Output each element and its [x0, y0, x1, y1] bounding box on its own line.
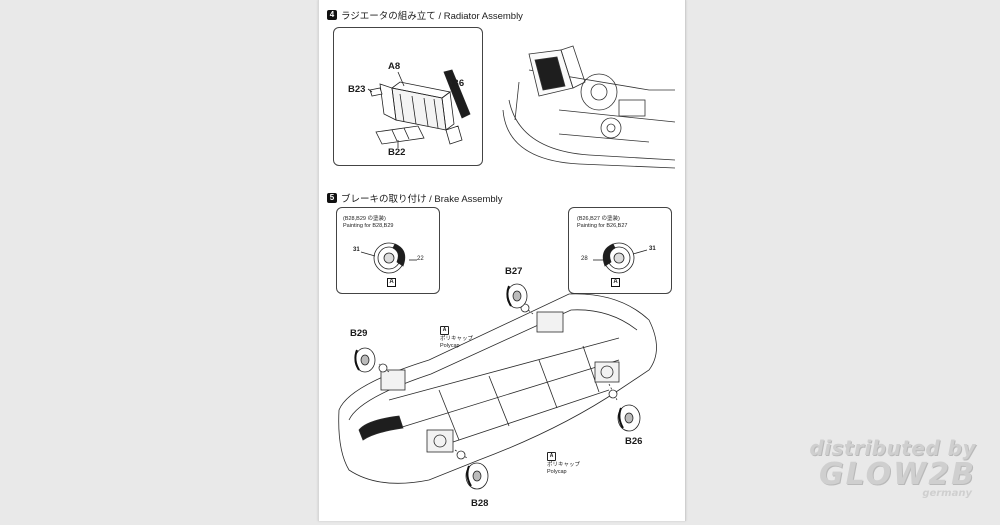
- paint-left-en: Painting for B28,B29: [343, 223, 394, 229]
- polycap-note-bottom: A ポリキャップ Polycap: [547, 452, 580, 475]
- part-label-b27: B27: [505, 266, 523, 277]
- step4-title: 4 ラジエータの組み立て / Radiator Assembly: [327, 8, 523, 22]
- step4-title-text: ラジエータの組み立て / Radiator Assembly: [341, 11, 523, 22]
- polycap-icon: A: [547, 452, 556, 461]
- step5-title-text: ブレーキの取り付け / Brake Assembly: [341, 194, 503, 205]
- part-label-b28: B28: [471, 498, 489, 509]
- part-label-b29: B29: [350, 328, 368, 339]
- step4-number: 4: [327, 10, 337, 20]
- polycap-top-en: Polycap: [440, 342, 460, 349]
- chassis-brake-drawing: [338, 283, 657, 490]
- paint-left-jp: (B28,B29 の塗装): [343, 216, 386, 222]
- paint-right-color-a: 28: [581, 256, 588, 262]
- brake-disc-left-drawing: [360, 242, 417, 274]
- paint-left-runner: A: [387, 278, 396, 287]
- radiator-exploded-drawing: [367, 69, 471, 148]
- step5-title: 5 ブレーキの取り付け / Brake Assembly: [327, 191, 503, 205]
- part-label-b22: B22: [388, 147, 406, 158]
- polycap-bottom-en: Polycap: [547, 468, 567, 475]
- paint-panel-right: (B26,B27 の塗装) Painting for B26,B27 28 31…: [568, 207, 672, 294]
- watermark-logo: GLOW2B: [818, 457, 976, 492]
- paint-right-color-b: 31: [649, 246, 656, 252]
- paint-right-runner: A: [611, 278, 620, 287]
- radiator-installed-drawing: [502, 45, 676, 169]
- step5-number: 5: [327, 193, 337, 203]
- polycap-icon: A: [440, 326, 449, 335]
- paint-left-color-a: 31: [353, 247, 360, 253]
- polycap-bottom-jp: ポリキャップ: [547, 462, 581, 468]
- paint-right-en: Painting for B26,B27: [577, 223, 628, 229]
- part-label-b23: B23: [348, 84, 366, 95]
- distributor-watermark: distributed by GLOW2B germany: [809, 436, 976, 499]
- polycap-note-top: A ポリキャップ Polycap: [440, 326, 473, 349]
- radiator-exploded-panel: A8 B23 B6 B22: [333, 27, 483, 166]
- watermark-line3: germany: [922, 488, 972, 499]
- paint-left-color-b: 22: [417, 256, 424, 262]
- polycap-top-jp: ポリキャップ: [440, 336, 474, 342]
- part-label-a8: A8: [388, 61, 401, 72]
- paint-panel-left: (B28,B29 の塗装) Painting for B28,B29 31 22…: [336, 207, 440, 294]
- instruction-sheet: 4 ラジエータの組み立て / Radiator Assembly: [318, 0, 686, 521]
- brake-disc-right-drawing: [593, 242, 648, 274]
- paint-right-jp: (B26,B27 の塗装): [577, 216, 620, 222]
- part-label-b26: B26: [625, 436, 643, 447]
- watermark-line1: distributed by: [809, 436, 976, 460]
- part-label-b6: B6: [452, 78, 465, 89]
